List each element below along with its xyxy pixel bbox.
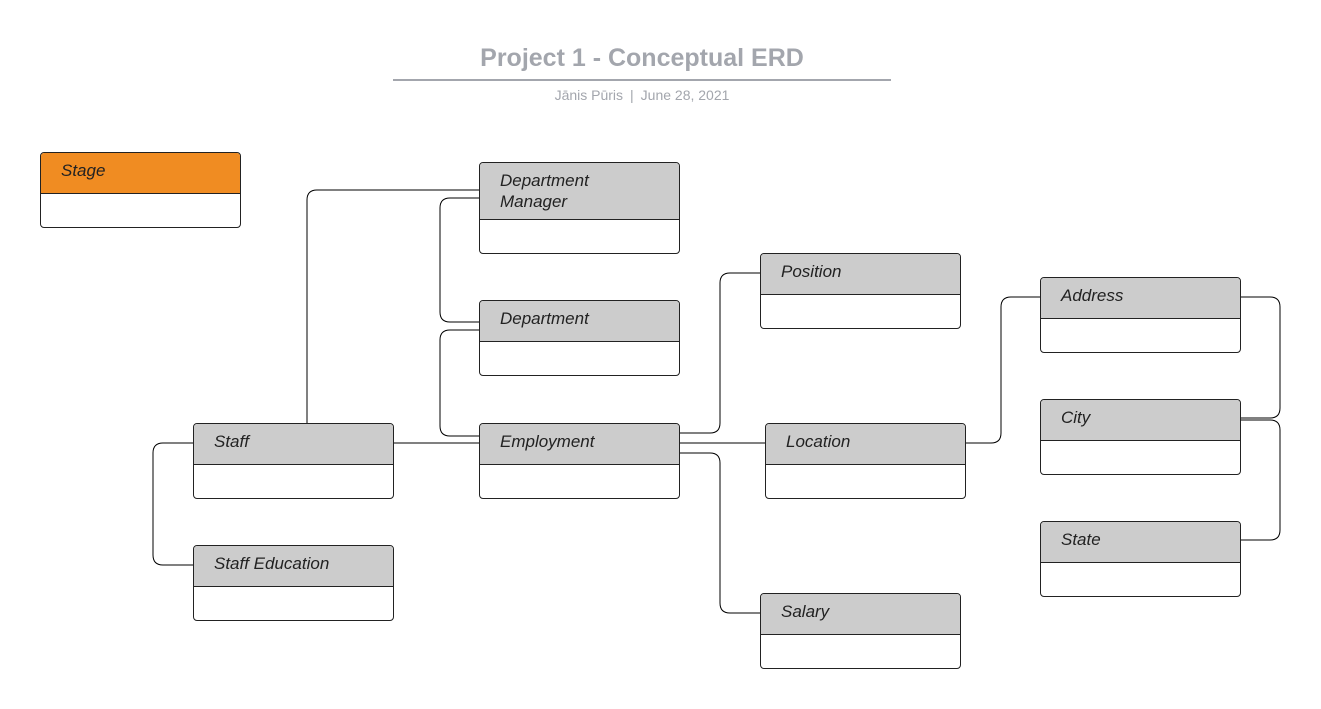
entity-stage[interactable]: Stage — [40, 152, 241, 228]
entity-location-label: Location — [766, 424, 965, 465]
diagram-title: Project 1 - Conceptual ERD — [480, 44, 804, 72]
connector-department-employment — [439, 329, 480, 437]
entity-department-manager-label: Department Manager — [480, 163, 679, 220]
entity-state-label: State — [1041, 522, 1240, 563]
entity-staff-label: Staff — [194, 424, 393, 465]
connector-employment-salary — [680, 452, 760, 614]
connector-staff-department-manager — [306, 189, 480, 423]
entity-stage-label: Stage — [41, 153, 240, 194]
subtitle-separator: | — [630, 87, 634, 103]
diagram-date: June 28, 2021 — [640, 87, 730, 103]
entity-address[interactable]: Address — [1040, 277, 1241, 353]
entity-staff-education[interactable]: Staff Education — [193, 545, 394, 621]
entity-position[interactable]: Position — [760, 253, 961, 329]
entity-staff[interactable]: Staff — [193, 423, 394, 499]
connector-department-manager-department — [439, 197, 480, 323]
author-name: Jānis Pūris — [554, 87, 624, 103]
entity-city-label: City — [1041, 400, 1240, 441]
diagram-subtitle: Jānis Pūris | June 28, 2021 — [393, 87, 891, 103]
connector-location-address — [965, 296, 1040, 444]
entity-department-label: Department — [480, 301, 679, 342]
entity-city[interactable]: City — [1040, 399, 1241, 475]
entity-department[interactable]: Department — [479, 300, 680, 376]
connector-staff-staff-education — [152, 442, 194, 566]
entity-employment[interactable]: Employment — [479, 423, 680, 499]
connector-employment-position — [680, 272, 760, 434]
entity-position-label: Position — [761, 254, 960, 295]
entity-salary[interactable]: Salary — [760, 593, 961, 669]
connector-address-city — [1240, 296, 1281, 419]
entity-staff-education-label: Staff Education — [194, 546, 393, 587]
entity-address-label: Address — [1041, 278, 1240, 319]
entity-state[interactable]: State — [1040, 521, 1241, 597]
title-divider — [393, 79, 891, 81]
entity-department-manager[interactable]: Department Manager — [479, 162, 680, 254]
entity-salary-label: Salary — [761, 594, 960, 635]
entity-location[interactable]: Location — [765, 423, 966, 499]
connector-city-state — [1240, 419, 1281, 541]
entity-employment-label: Employment — [480, 424, 679, 465]
